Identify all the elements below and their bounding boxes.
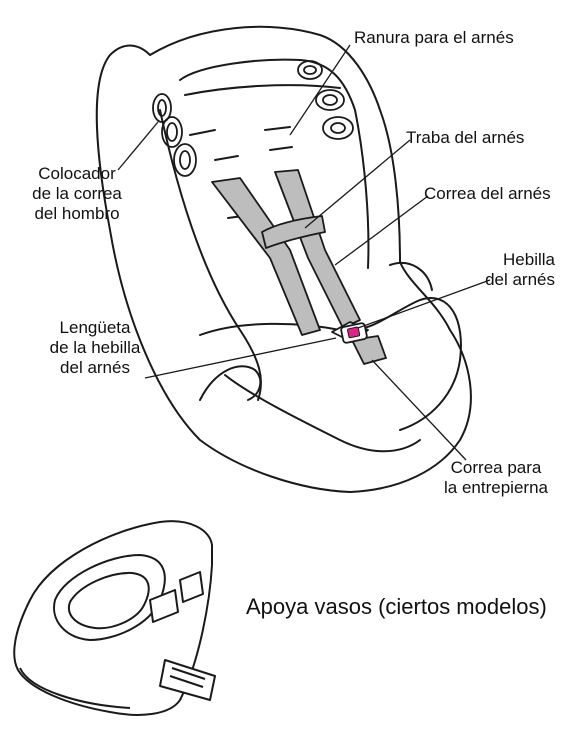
label-crotch-strap: Correa para la entrepierna [436,458,556,498]
label-buckle-tongue: Lengüeta de la hebilla del arnés [40,318,150,378]
seat-cushion [199,297,462,431]
label-buckle-tongue-line2: de la hebilla [49,338,141,357]
leader-ranura [289,44,351,136]
leader-colocador [117,121,159,171]
seat-front-lip [224,374,421,453]
label-shoulder-positioner-line3: del hombro [34,204,120,223]
label-shoulder-positioner-line2: de la correa [32,184,122,203]
label-harness-clip: Traba del arnés [406,128,524,148]
leader-hebilla [357,279,491,329]
harness-slot-left [214,155,239,161]
leader-lengueta [144,337,337,379]
harness-slot-right [269,146,293,151]
label-harness-slot-text: Ranura para el arnés [354,28,514,47]
leader-lines [117,44,491,461]
cup-holder-rim [19,667,131,709]
label-buckle-tongue-line1: Lengüeta [59,318,131,337]
leader-correa-arnes [334,195,429,266]
label-cup-holder-text: Apoya vasos (ciertos modelos) [246,594,547,619]
label-shoulder-positioner-line1: Colocador [38,164,116,183]
cup-holder-tab-1 [149,589,179,623]
cup-holder-cup-inner [67,571,150,630]
cup-holder [13,520,216,716]
shoulder-positioner-right [297,60,354,140]
seat-inner-side-left [159,109,262,401]
label-harness-strap: Correa del arnés [424,184,551,204]
label-cup-holder: Apoya vasos (ciertos modelos) [246,594,547,620]
cup-holder-clip [159,659,216,701]
label-harness-buckle-line1: Hebilla [503,250,555,269]
seat-seam-1 [189,129,216,136]
label-harness-strap-text: Correa del arnés [424,184,551,203]
seat-armrest-right [389,262,433,291]
label-harness-buckle-line2: del arnés [485,270,555,289]
crotch-strap [351,335,387,365]
harness-strap-left [211,177,321,336]
label-buckle-tongue-line3: del arnés [60,358,130,377]
buckle-button [347,326,361,339]
label-harness-slot: Ranura para el arnés [354,28,514,48]
seat-seam-2 [264,126,291,131]
label-harness-clip-text: Traba del arnés [406,128,525,147]
seat-inner-back [179,58,370,269]
leader-entrepierna [371,359,467,461]
seat-armrest-left [199,365,262,401]
cup-holder-clip-ribs [169,667,206,688]
harness-strap-right [274,169,361,329]
label-crotch-strap-line1: Correa para [450,458,542,477]
label-crotch-strap-line2: la entrepierna [444,478,548,497]
shoulder-positioner-left [152,93,197,177]
cup-holder-tab-2 [179,571,204,603]
label-shoulder-positioner: Colocador de la correa del hombro [18,164,136,224]
leader-traba [304,139,411,229]
label-harness-buckle: Hebilla del arnés [470,250,555,290]
